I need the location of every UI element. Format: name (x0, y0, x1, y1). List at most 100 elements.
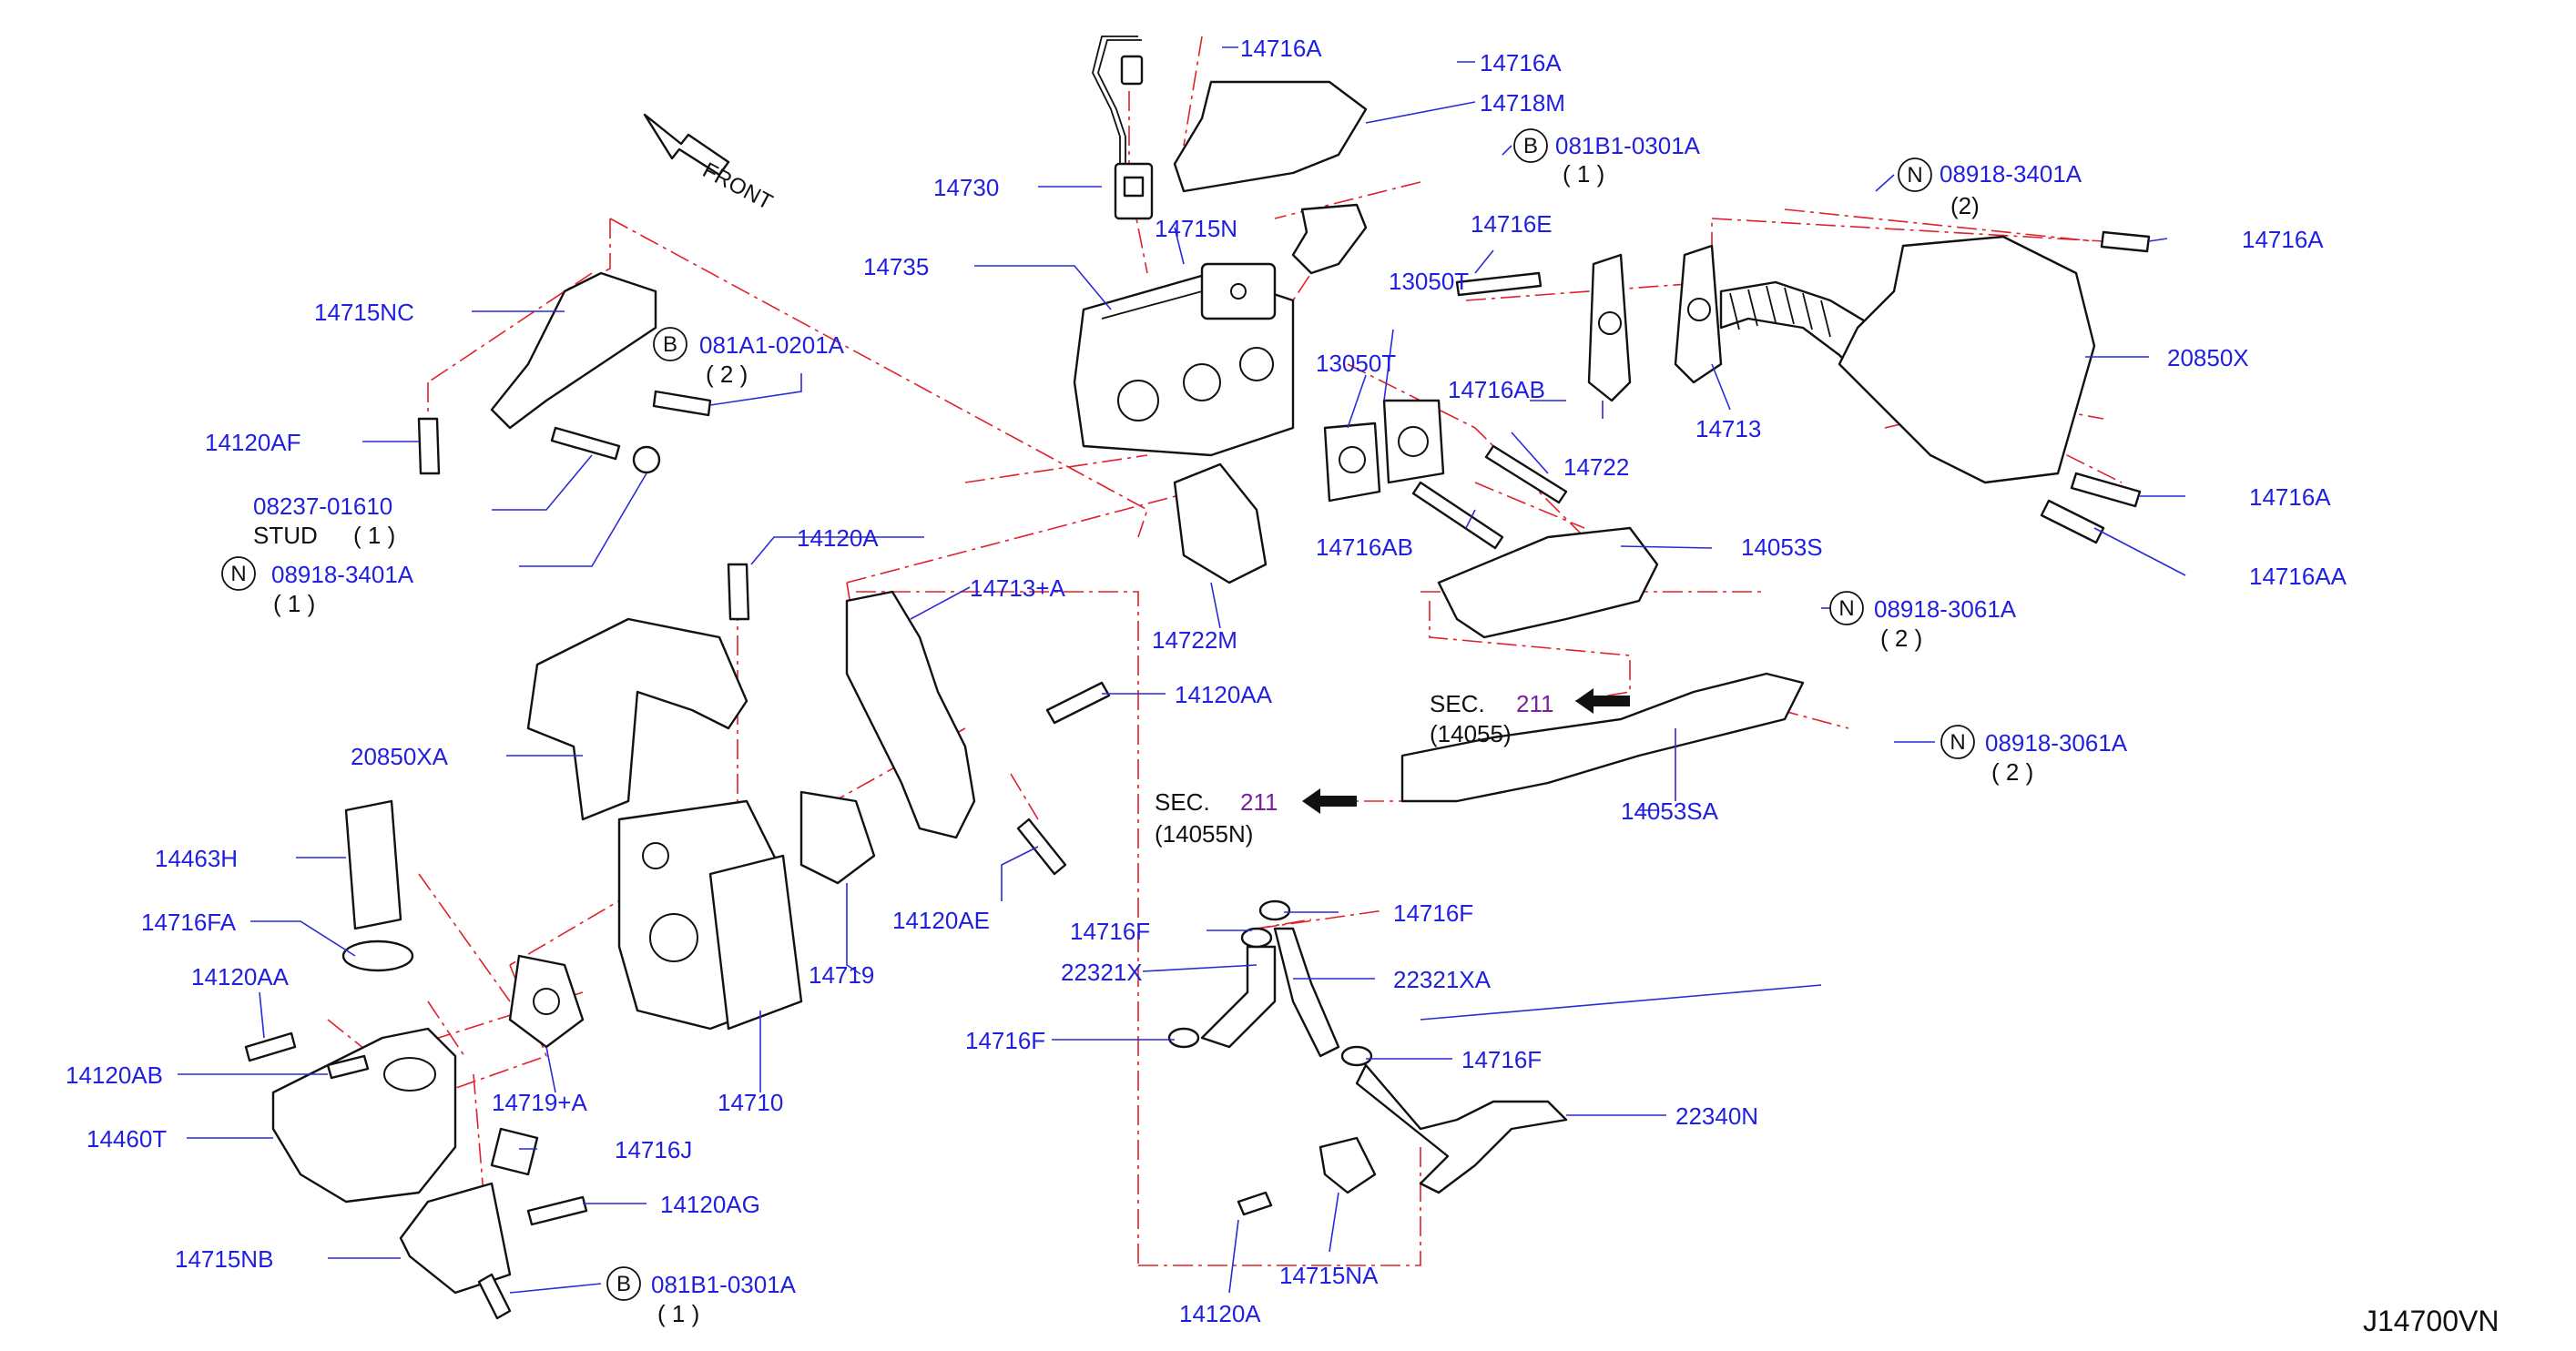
part-22321XA-hose (1273, 927, 1340, 1058)
part-22321X-hose (1200, 945, 1277, 1049)
part-08237-stud (550, 426, 621, 461)
label-qty: ( 1 ) (657, 1300, 699, 1327)
label-14716F: 14716F (965, 1027, 1045, 1054)
label-20850XA: 20850XA (351, 743, 449, 770)
part-14053SA-water-pipe (1400, 672, 1805, 803)
label-14713: 14713 (1695, 415, 1761, 442)
label-14463H: 14463H (155, 845, 238, 872)
label-14120AB: 14120AB (66, 1062, 163, 1089)
part-14120AA-bolt-1 (1045, 681, 1111, 725)
part-14715NB-bracket (399, 1182, 512, 1295)
part-14716J-clip (490, 1127, 539, 1176)
label-14713A: 14713+A (970, 574, 1065, 602)
label-14716F: 14716F (1070, 918, 1150, 945)
part-14716A-bolt-3 (2100, 230, 2151, 253)
label-14120AA: 14120AA (191, 963, 290, 990)
label-14715NC: 14715NC (314, 299, 414, 326)
part-14735-egr-valve (1073, 262, 1295, 457)
part-14730-sensor (1092, 36, 1154, 220)
label-14716A: 14716A (2249, 483, 2331, 511)
part-14716A-bolt-4 (2070, 472, 2142, 508)
part-outlines (244, 36, 2151, 1320)
part-14716AB-stud-1 (1484, 444, 1568, 504)
label-22321X: 22321X (1061, 959, 1143, 986)
label-14715NB: 14715NB (175, 1245, 273, 1273)
label-sec: SEC. (1430, 690, 1485, 717)
part-20850XA-heat-shield (526, 617, 748, 821)
svg-text:N: N (1950, 730, 1965, 755)
part-14120A-bolt-bottom (1237, 1191, 1273, 1216)
label-22321XA: 22321XA (1393, 966, 1492, 993)
part-14716F-clamp-2 (1240, 927, 1273, 949)
leader-lines (178, 46, 2186, 1294)
callout-circles: B N B N N N B (221, 128, 1975, 1301)
part-14716E-stud (1455, 271, 1543, 297)
label-section-211: 211 (1240, 788, 1278, 816)
part-14710-egr-valve (617, 799, 803, 1031)
label-section-ref: (14055) (1430, 720, 1512, 747)
label-qty: ( 2 ) (706, 361, 748, 388)
label-section-211: 211 (1516, 690, 1553, 717)
svg-text:B: B (1523, 134, 1538, 158)
label-14053S: 14053S (1741, 533, 1823, 561)
label-14716AA: 14716AA (2249, 563, 2347, 590)
part-labels: 14716A 14716A 14718M 081B1-0301A ( 1 ) 1… (66, 35, 2499, 1337)
label-section-ref: (14055N) (1155, 820, 1253, 848)
label-081B1-0301A: 081B1-0301A (651, 1271, 797, 1298)
svg-text:B: B (663, 332, 677, 357)
label-081B1-0301A: 081B1-0301A (1555, 132, 1701, 159)
label-14120A: 14120A (1179, 1300, 1261, 1327)
part-22340N-pipe (1355, 1063, 1568, 1194)
label-14716A: 14716A (2242, 226, 2324, 253)
part-14716F-clamp-4 (1340, 1045, 1373, 1067)
label-081A1-0201A: 081A1-0201A (699, 331, 845, 359)
label-14120AA: 14120AA (1175, 681, 1273, 708)
label-14715N: 14715N (1155, 215, 1237, 242)
label-14730: 14730 (933, 174, 999, 201)
label-13050T: 13050T (1389, 268, 1469, 295)
label-stud: STUD (253, 522, 318, 549)
label-sec: SEC. (1155, 788, 1210, 816)
part-081A1-0201A-bolt (652, 390, 712, 417)
label-qty: ( 1 ) (273, 590, 315, 617)
label-08918-3061A: 08918-3061A (1985, 729, 2128, 757)
diagram-code: J14700VN (2363, 1305, 2499, 1337)
label-14053SA: 14053SA (1621, 797, 1719, 825)
part-14120AE-bolt (1016, 818, 1067, 876)
section-arrow-icon-2 (1302, 788, 1357, 814)
label-20850X: 20850X (2167, 344, 2249, 371)
part-20850X-heat-shield (1838, 235, 2096, 484)
label-14722M: 14722M (1152, 626, 1237, 654)
label-14715NA: 14715NA (1279, 1262, 1379, 1289)
part-14715NA-bracket (1319, 1136, 1377, 1194)
label-qty: ( 1 ) (353, 522, 395, 549)
nut-callout-icon: N (1940, 725, 1975, 759)
front-label: FRONT (698, 157, 777, 215)
part-14460T-housing (271, 1027, 457, 1204)
front-arrow-icon (643, 113, 730, 177)
part-14716F-clamp-3 (1167, 1027, 1200, 1049)
label-14716E: 14716E (1471, 210, 1553, 238)
label-14710: 14710 (718, 1089, 783, 1116)
label-14120AG: 14120AG (660, 1191, 760, 1218)
part-14718M-heat-shield (1173, 80, 1368, 193)
svg-text:N: N (1838, 596, 1854, 621)
label-14716F: 14716F (1461, 1046, 1542, 1073)
label-14120AE: 14120AE (892, 907, 990, 934)
part-14120AF-bolt (417, 417, 441, 475)
part-14120AA-bolt-2 (244, 1031, 297, 1062)
label-14735: 14735 (863, 253, 929, 280)
label-14716AB: 14716AB (1316, 533, 1413, 561)
label-qty: (2) (1950, 192, 1980, 219)
label-qty: ( 1 ) (1563, 160, 1604, 188)
label-14716F: 14716F (1393, 899, 1473, 927)
part-14716AB-stud-2 (1411, 481, 1504, 550)
label-14719A: 14719+A (492, 1089, 587, 1116)
svg-text:N: N (230, 562, 246, 586)
svg-text:N: N (1907, 163, 1922, 188)
part-14715NC-bracket (490, 271, 657, 430)
section-arrow-icon-1 (1575, 688, 1630, 714)
label-08237-01610: 08237-01610 (253, 493, 392, 520)
label-qty: ( 2 ) (1991, 758, 2033, 786)
